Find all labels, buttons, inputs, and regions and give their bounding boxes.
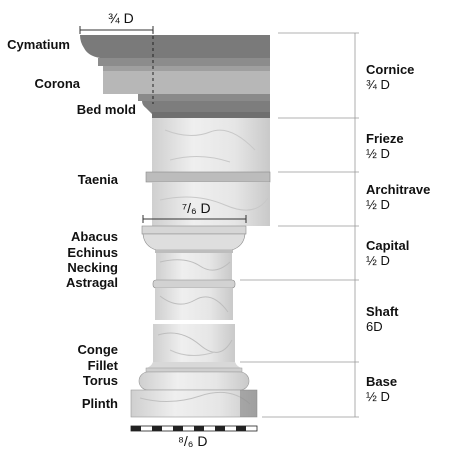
bed-mold-band bbox=[138, 94, 270, 101]
section-shaft: Shaft 6D bbox=[366, 304, 399, 334]
section-capital: Capital ½ D bbox=[366, 238, 409, 268]
section-base: Base ½ D bbox=[366, 374, 397, 404]
cymatium-molding bbox=[80, 35, 270, 58]
plinth-shadow bbox=[240, 390, 257, 417]
echinus bbox=[142, 233, 246, 251]
section-guides bbox=[240, 32, 359, 418]
architrave-vein bbox=[159, 196, 269, 211]
section-cornice-size: ¾ D bbox=[366, 77, 390, 92]
section-architrave: Architrave ½ D bbox=[366, 182, 430, 212]
fillet bbox=[145, 367, 243, 373]
echinus-annulet bbox=[155, 250, 233, 253]
cornice bbox=[80, 35, 270, 118]
section-cornice-name: Cornice bbox=[366, 62, 415, 77]
label-torus: Torus bbox=[82, 373, 118, 388]
label-astragal: Astragal bbox=[65, 275, 118, 290]
capital bbox=[141, 225, 247, 289]
section-shaft-name: Shaft bbox=[366, 304, 399, 319]
section-cornice: Cornice ¾ D bbox=[366, 62, 414, 92]
section-frieze: Frieze ½ D bbox=[366, 131, 404, 161]
top-dimension-bar bbox=[79, 26, 154, 104]
astragal bbox=[152, 279, 236, 289]
base bbox=[130, 362, 258, 418]
section-architrave-size: ½ D bbox=[366, 197, 390, 212]
label-conge: Conge bbox=[77, 342, 118, 357]
abacus bbox=[141, 225, 247, 235]
section-base-name: Base bbox=[366, 374, 398, 389]
frieze-block bbox=[152, 118, 270, 172]
taenia-band bbox=[145, 171, 271, 183]
shaft-vein bbox=[159, 295, 229, 313]
label-cymatium: Cymatium bbox=[7, 37, 70, 52]
section-frieze-name: Frieze bbox=[366, 131, 404, 146]
torus bbox=[138, 371, 250, 391]
shaft-vein bbox=[169, 349, 216, 356]
base-dimension-label: ⁸/₆ D bbox=[178, 433, 208, 449]
necking-vein bbox=[159, 259, 231, 271]
frieze-vein bbox=[164, 129, 256, 151]
base-scale-bar bbox=[130, 425, 258, 432]
necking bbox=[156, 253, 232, 280]
label-abacus: Abacus bbox=[71, 229, 118, 244]
section-frieze-size: ½ D bbox=[366, 146, 390, 161]
label-echinus: Echinus bbox=[67, 245, 118, 260]
capital-dimension-bar bbox=[142, 215, 247, 223]
architrave bbox=[145, 171, 271, 226]
corona-drip bbox=[103, 66, 270, 71]
shaft-upper bbox=[155, 288, 233, 320]
label-fillet: Fillet bbox=[87, 358, 118, 373]
label-necking: Necking bbox=[67, 260, 118, 275]
cymatium-fillet bbox=[98, 58, 270, 66]
section-architrave-name: Architrave bbox=[366, 182, 431, 197]
section-capital-size: ½ D bbox=[366, 253, 390, 268]
shaft-lower bbox=[153, 324, 235, 362]
label-plinth: Plinth bbox=[81, 396, 118, 411]
section-base-size: ½ D bbox=[366, 389, 390, 404]
section-capital-name: Capital bbox=[366, 238, 410, 253]
plinth bbox=[130, 389, 258, 418]
plinth-vein bbox=[139, 391, 251, 405]
section-shaft-size: 6D bbox=[366, 319, 383, 334]
shaft-break-gap bbox=[150, 320, 240, 324]
frieze bbox=[152, 118, 270, 172]
shaft-vein bbox=[157, 332, 233, 353]
capital-dimension-label: ⁷/₆ D bbox=[182, 200, 211, 216]
shaft bbox=[150, 288, 240, 362]
frieze-vein bbox=[169, 156, 231, 163]
conge bbox=[146, 362, 242, 368]
label-corona: Corona bbox=[34, 76, 81, 91]
label-taenia: Taenia bbox=[77, 172, 118, 187]
label-bed-mold: Bed mold bbox=[76, 102, 136, 117]
cornice-soffit bbox=[152, 112, 270, 118]
top-dimension-label: ¾ D bbox=[108, 10, 134, 26]
